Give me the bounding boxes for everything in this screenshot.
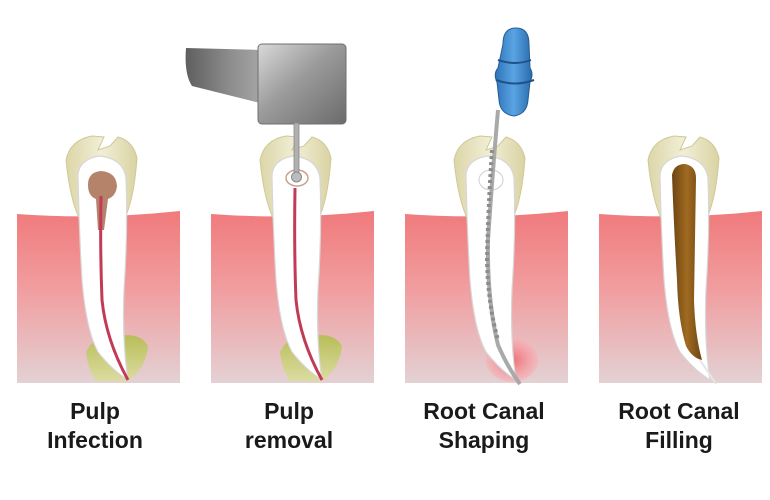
drill-handle bbox=[185, 48, 264, 104]
panel-pulp-infection bbox=[17, 135, 180, 383]
file-handle-ring bbox=[495, 79, 535, 85]
file-handle-ring bbox=[497, 59, 532, 64]
tooth-root-dentin bbox=[271, 155, 323, 382]
caption-root-canal-filling: Root Canal Filling bbox=[618, 398, 740, 453]
pulp-chamber-infected bbox=[88, 171, 117, 230]
caption-root-canal-shaping: Root Canal Shaping bbox=[423, 398, 545, 453]
tooth-root-dentin bbox=[465, 155, 517, 382]
tooth-root-dentin bbox=[77, 155, 129, 382]
caption-pulp-infection: Pulp Infection bbox=[47, 398, 143, 453]
panel-root-canal-filling bbox=[599, 135, 762, 385]
caption-pulp-removal: Pulp removal bbox=[244, 398, 334, 453]
panel-pulp-removal bbox=[185, 43, 374, 383]
panel-root-canal-shaping bbox=[405, 27, 568, 386]
drill-head bbox=[257, 43, 347, 125]
nerve bbox=[99, 195, 130, 381]
root-apex-line bbox=[699, 359, 717, 385]
canal-filling bbox=[672, 164, 702, 360]
nerve bbox=[293, 187, 324, 381]
file-handle bbox=[494, 27, 533, 117]
drill-bur-shaft bbox=[293, 122, 300, 174]
file-flutes bbox=[484, 149, 500, 341]
drill-bur-tip bbox=[291, 171, 302, 183]
